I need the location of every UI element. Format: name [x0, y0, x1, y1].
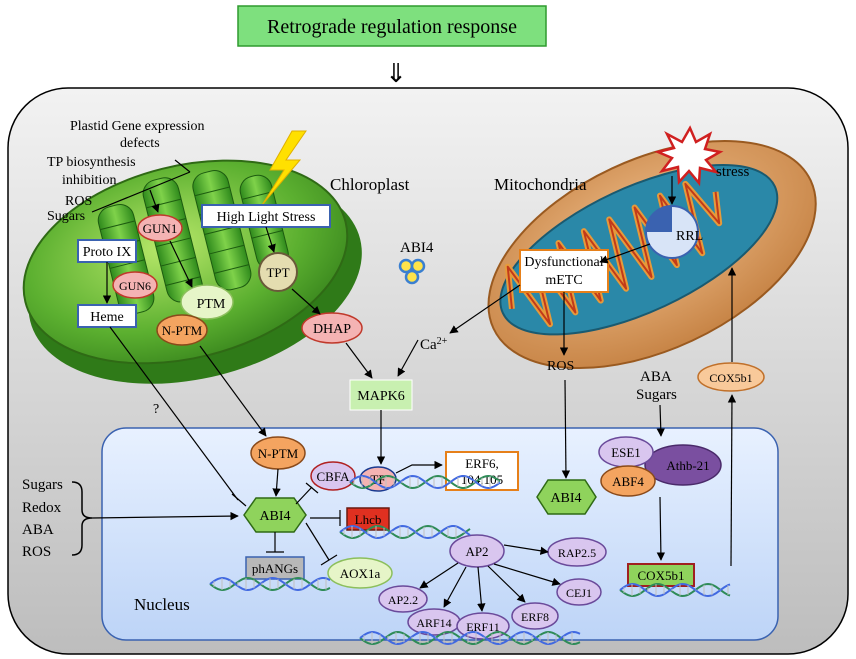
dhap-label: DHAP — [313, 322, 351, 337]
left-signal-sugars: Sugars — [22, 477, 63, 493]
lightning-bolt-icon — [261, 130, 307, 206]
title: Retrograde regulation response — [267, 16, 517, 38]
rrl-label: RRL — [676, 229, 703, 244]
title-box — [237, 5, 547, 47]
dysfunctional-label: Dysfunctional — [524, 255, 603, 270]
ap22-label: AP2.2 — [388, 593, 418, 607]
n-ptm-plastid-node — [156, 314, 208, 346]
left-signal-redox: Redox — [22, 500, 62, 516]
mapk6-box — [349, 379, 413, 411]
phangs-label: phANGs — [252, 561, 298, 576]
dna-strand-a — [619, 582, 731, 597]
signal-defects: defects — [120, 136, 160, 151]
ptm-label: PTM — [197, 297, 226, 312]
connectors — [91, 176, 737, 612]
cbfa-label: CBFA — [317, 469, 351, 484]
dna-strand-a — [359, 630, 581, 645]
down-arrow-icon: ⇓ — [385, 59, 407, 88]
signal-inhibition: inhibition — [62, 173, 116, 188]
proto-ix-label: Proto IX — [83, 245, 132, 260]
stress-label: stress — [716, 164, 749, 180]
erf6-label-1: ERF6, — [465, 456, 499, 471]
abi4-cytosol-dots — [398, 258, 426, 285]
left-signal-aba: ABA — [22, 522, 54, 538]
dhap-node — [301, 312, 363, 344]
abf4-label: ABF4 — [612, 474, 644, 489]
dna-strand-b — [349, 475, 501, 490]
tpt-node — [258, 252, 298, 292]
abi4-nucleus-label: ABI4 — [259, 509, 290, 524]
erf11-label: ERF11 — [466, 620, 500, 634]
sugars-label: Sugars — [636, 387, 677, 403]
erf8-node — [511, 602, 559, 630]
chloroplast-label: Chloroplast — [330, 175, 410, 194]
abi4-nucleus-node — [243, 497, 307, 533]
dna-strand-b — [619, 583, 731, 598]
question-mark: ? — [153, 402, 159, 417]
lhcb-label: Lhcb — [355, 512, 382, 527]
mitochondria-label: Mitochondria — [494, 175, 587, 194]
tpt-label: TPT — [266, 265, 289, 280]
abi4-cytosol-label: ABI4 — [400, 240, 434, 256]
rap25-label: RAP2.5 — [558, 546, 596, 560]
aox1a-label: AOX1a — [340, 566, 381, 581]
ese1-label: ESE1 — [611, 445, 641, 460]
dysfunctional-metc-box — [519, 249, 609, 293]
abi4-right-label: ABI4 — [550, 491, 581, 506]
cox5b1-nucleus-box — [627, 563, 695, 587]
signal-plastid-gene-expression: Plastid Gene expression — [70, 119, 205, 134]
gun1-node — [137, 214, 183, 242]
left-signal-ros: ROS — [22, 544, 51, 560]
cox5b1-nucleus-label: COX5b1 — [638, 568, 685, 583]
ap2-node — [449, 534, 505, 568]
athb21-node — [644, 444, 722, 486]
cox5b1-cyto-label: COX5b1 — [709, 371, 752, 385]
cox5b1-cyto-node — [697, 362, 765, 392]
gun6-label: GUN6 — [119, 279, 151, 293]
abi4-right-node — [536, 479, 597, 515]
aox1a-node — [327, 557, 393, 589]
signal-tp-biosynthesis: TP biosynthesis — [47, 155, 136, 170]
gun6-node — [112, 271, 158, 299]
dna-strand-b — [359, 631, 581, 646]
signal-sugars: Sugars — [47, 209, 85, 224]
n-ptm-nucleus-label: N-PTM — [258, 446, 299, 461]
ros-mito-label: ROS — [547, 359, 574, 374]
erf8-label: ERF8 — [521, 610, 549, 624]
cbfa-node — [310, 461, 356, 491]
ca-label: Ca2+ — [420, 336, 448, 354]
cej1-label: CEJ1 — [566, 586, 592, 600]
signal-ros: ROS — [65, 194, 92, 209]
heme-box — [77, 304, 137, 328]
ap22-node — [378, 585, 428, 613]
aba-label: ABA — [640, 369, 672, 385]
gun1-label: GUN1 — [143, 221, 178, 236]
athb21-label: Athb-21 — [666, 458, 709, 473]
arf14-label: ARF14 — [416, 616, 451, 630]
ptm-node — [180, 284, 234, 320]
high-light-stress-label: High Light Stress — [217, 210, 316, 225]
signal-bracket — [91, 159, 191, 213]
n-ptm-plastid-label: N-PTM — [162, 323, 203, 338]
rrl-pie-cut — [646, 206, 672, 232]
stress-burst-icon — [654, 125, 724, 187]
metc-label: mETC — [545, 273, 582, 288]
nucleus-label: Nucleus — [134, 595, 190, 614]
signal-bracket-arrow — [149, 189, 160, 213]
dna-strand-a — [339, 524, 471, 539]
cej1-node — [556, 578, 602, 606]
ap2-label: AP2 — [465, 544, 488, 559]
mapk6-label: MAPK6 — [357, 389, 404, 404]
abf4-node — [600, 465, 656, 497]
dna-strand-b — [339, 525, 471, 540]
heme-label: Heme — [90, 310, 123, 325]
dna-strands — [209, 474, 731, 646]
